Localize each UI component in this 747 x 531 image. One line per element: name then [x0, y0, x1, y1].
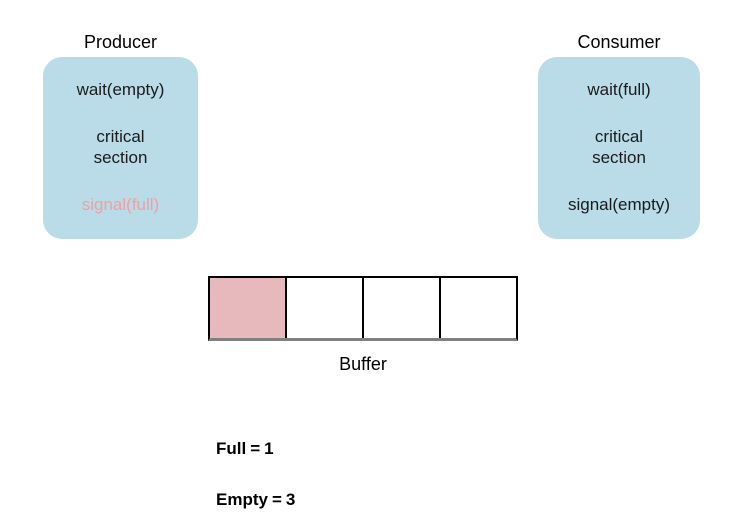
semaphore-full: Full=1 [216, 438, 274, 459]
buffer-label: Buffer [339, 354, 387, 374]
producer-process-box: wait(empty) critical section signal(full… [43, 57, 198, 239]
buffer-cell [210, 278, 287, 338]
consumer-process-box: wait(full) critical section signal(empty… [538, 57, 700, 239]
semaphore-empty: Empty=3 [216, 489, 295, 510]
consumer-step-signal: signal(empty) [567, 195, 671, 214]
producer-title: Producer [83, 32, 158, 52]
consumer-step-critical: critical [594, 127, 644, 146]
producer-step-signal: signal(full) [81, 195, 160, 214]
producer-step-critical: critical [96, 127, 145, 146]
buffer-cell [287, 278, 364, 338]
semaphore-empty-equals: = [271, 490, 282, 509]
buffer-slots [208, 276, 518, 341]
producer-step-section: section [93, 148, 148, 167]
semaphore-empty-value: 3 [285, 490, 296, 509]
semaphore-full-name: Full [216, 439, 247, 458]
consumer-title: Consumer [577, 32, 661, 52]
consumer-step-wait: wait(full) [587, 80, 651, 99]
consumer-step-section: section [592, 148, 646, 167]
semaphore-full-value: 1 [264, 439, 274, 458]
semaphore-full-equals: = [250, 439, 261, 458]
buffer-cell [441, 278, 516, 338]
buffer-cell [364, 278, 441, 338]
semaphore-empty-name: Empty [216, 490, 268, 509]
producer-step-wait: wait(empty) [76, 80, 165, 99]
